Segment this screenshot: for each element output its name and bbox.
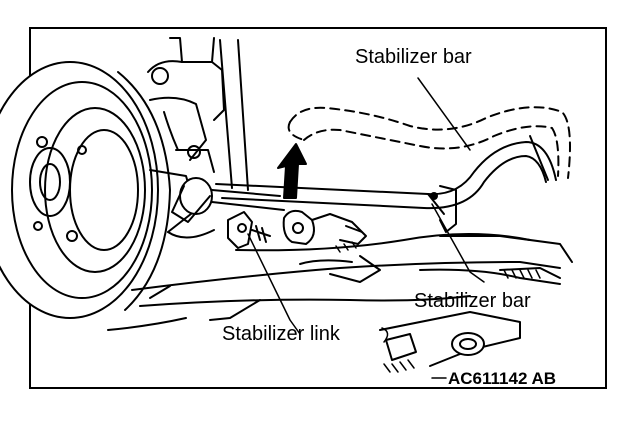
figure-code-label: AC611142 AB [448, 369, 556, 388]
line-art [0, 37, 573, 379]
label-stabilizer-link: Stabilizer link [222, 323, 341, 345]
hatch-shading [335, 241, 541, 373]
stabilizer-bar-solid [215, 135, 557, 233]
leader-lines [247, 77, 485, 379]
label-stabilizer-bar-top: Stabilizer bar [355, 46, 472, 68]
label-stabilizer-bar-bottom: Stabilizer bar [414, 290, 531, 312]
stabilizer-bar-dashed [287, 106, 571, 179]
lower-crossmember [107, 233, 573, 367]
leader-stabilizer-bar-bottom [431, 203, 485, 283]
brake-disc [0, 61, 171, 319]
lift-arrow [277, 143, 307, 199]
bar-bushing [282, 209, 367, 245]
leader-stabilizer-bar-top [417, 77, 471, 151]
strut-knuckle [147, 37, 249, 239]
leader-stabilizer-link [247, 233, 301, 335]
stabilizer-link [227, 211, 271, 249]
tie-rod-end [171, 177, 285, 223]
leader-stabilizer-link-tail [381, 327, 389, 343]
